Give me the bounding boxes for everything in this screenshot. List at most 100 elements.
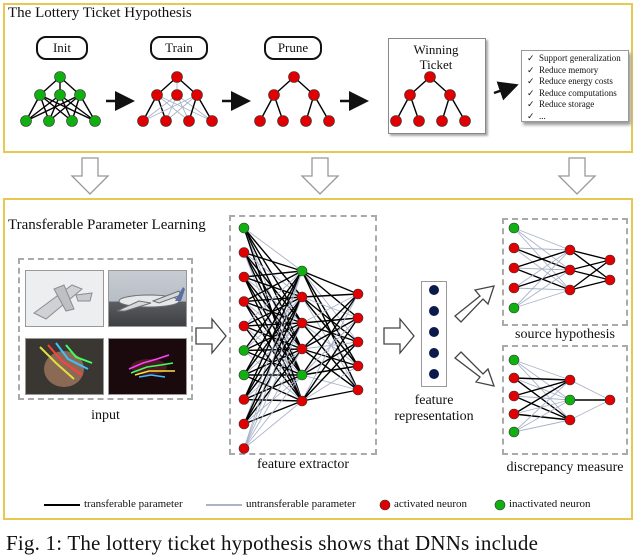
- transferable-edge: [301, 270, 359, 367]
- activated-neuron: [508, 390, 520, 402]
- activated-neuron: [288, 71, 300, 83]
- untransferable-edge: [243, 270, 303, 449]
- activated-neuron: [424, 71, 436, 83]
- feature-node: [429, 285, 439, 295]
- winning-ticket-label-line1: Winning: [413, 42, 459, 57]
- checklist-items: ✓ Support generalization ✓ Reduce memory…: [527, 53, 621, 122]
- transferable-edge: [569, 259, 611, 271]
- inactivated-neuron: [508, 354, 520, 366]
- activated-neuron: [296, 291, 308, 303]
- activated-neuron: [191, 89, 203, 101]
- transferable-edge: [301, 293, 359, 376]
- activated-neuron: [238, 271, 250, 283]
- activated-neuron: [390, 115, 402, 127]
- transferable-edge: [513, 395, 571, 421]
- untransferable-edge: [301, 341, 359, 350]
- transferable-edge: [513, 249, 571, 269]
- checklist-item: ✓ Reduce memory: [527, 64, 599, 75]
- activated-neuron: [459, 115, 471, 127]
- activated-neuron: [300, 115, 312, 127]
- transferable-edge: [243, 252, 303, 324]
- inactivated-neuron: [508, 302, 520, 314]
- legend-inactivated-label: inactivated neuron: [509, 498, 591, 510]
- airplane-sketch-image: [25, 270, 104, 327]
- activated-neuron: [508, 262, 520, 274]
- airplane-photo-image: [108, 270, 187, 327]
- activated-neuron: [206, 115, 218, 127]
- untransferable-edge: [301, 293, 359, 402]
- transferable-edge: [59, 94, 96, 122]
- transferable-edge: [513, 379, 571, 415]
- right-arrow-icon: [195, 317, 227, 355]
- legend-untransferable-label: untransferable parameter: [246, 498, 356, 510]
- untransferable-edge: [513, 359, 571, 401]
- transferable-edge: [301, 341, 359, 402]
- transferable-edge: [301, 293, 359, 298]
- transferable-parameter-title: Transferable Parameter Learning: [8, 217, 206, 233]
- transferable-edge: [513, 377, 571, 421]
- activated-neuron: [160, 115, 172, 127]
- activated-neuron: [564, 284, 576, 296]
- activated-neuron: [308, 89, 320, 101]
- untransferable-edge: [301, 296, 359, 391]
- untransferable-edge: [513, 399, 571, 415]
- untransferable-edge: [301, 365, 359, 402]
- panel-connector-arrows: [70, 157, 597, 195]
- source-hypothesis-label: source hypothesis: [515, 327, 615, 342]
- untransferable-edge: [513, 419, 571, 433]
- right-arrow-icon: [383, 317, 415, 355]
- feature-extractor-box: [229, 215, 377, 455]
- activated-neuron: [604, 254, 616, 266]
- untransferable-edge: [513, 395, 571, 401]
- stage-arrow-icon: [493, 81, 519, 101]
- untransferable-edge: [165, 94, 198, 122]
- legend: [44, 499, 506, 511]
- stage-prune-label: Prune: [264, 36, 322, 60]
- activated-neuron: [238, 443, 250, 454]
- transferable-edge: [301, 322, 359, 343]
- transferable-edge: [569, 259, 611, 291]
- inactivated-neuron: [296, 369, 308, 381]
- untransferable-edge: [513, 289, 571, 309]
- untransferable-edge: [513, 269, 571, 309]
- activated-neuron: [564, 374, 576, 386]
- feature-representation-label-line1: feature: [414, 393, 454, 408]
- stage-init-label: Init: [36, 36, 88, 60]
- discrepancy-measure-label: discrepancy measure: [506, 460, 624, 475]
- transferable-edge: [301, 389, 359, 402]
- untransferable-edge: [301, 317, 359, 376]
- source-hypothesis-box: [502, 218, 628, 326]
- untransferable-edge: [156, 94, 190, 122]
- untransferable-edge: [156, 94, 213, 122]
- feature-extractor-label: feature extractor: [256, 457, 350, 472]
- input-label: input: [91, 408, 120, 423]
- activated-neuron: [137, 115, 149, 127]
- untransferable-edge: [513, 359, 571, 381]
- transferable-edge: [243, 276, 303, 350]
- inactivated-neuron: [74, 89, 86, 101]
- untransferable-edge: [243, 400, 303, 449]
- activated-neuron: [238, 296, 250, 307]
- activated-neuron: [323, 115, 335, 127]
- activated-neuron: [238, 247, 250, 258]
- activated-neuron: [238, 394, 250, 405]
- transferable-edge: [243, 227, 303, 324]
- activated-neuron: [296, 395, 308, 407]
- untransferable-edge: [176, 94, 213, 122]
- untransferable-edge: [142, 94, 198, 122]
- checklist-item: ✓ Reduce computations: [527, 87, 617, 98]
- untransferable-edge: [301, 374, 359, 391]
- transferable-edge: [243, 276, 303, 376]
- transferable-parameter-panel: [3, 198, 633, 520]
- inactivated-neuron: [89, 115, 101, 127]
- untransferable-edge: [569, 399, 611, 421]
- transferable-edge: [301, 348, 359, 367]
- feature-node: [429, 327, 439, 337]
- transferable-edge: [243, 251, 303, 272]
- untransferable-edge: [513, 399, 571, 433]
- untransferable-edge: [301, 296, 359, 319]
- transferable-edge: [301, 322, 359, 391]
- transferable-edge: [513, 379, 571, 397]
- untransferable-edge: [243, 227, 303, 272]
- figure-caption: Fig. 1: The lottery ticket hypothesis sh…: [6, 531, 539, 555]
